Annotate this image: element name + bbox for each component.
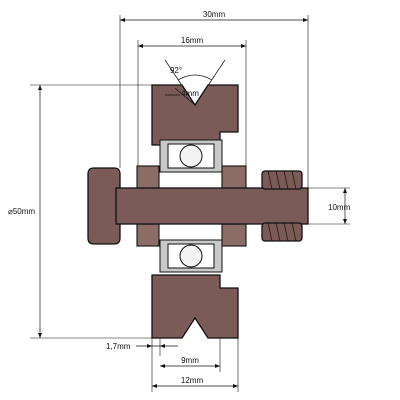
dimension-lines <box>38 18 347 388</box>
nut <box>261 170 303 242</box>
dimension-inner-width: 9mm <box>181 356 199 365</box>
lower-bearing <box>159 239 223 273</box>
dimension-groove-depth: 4mm <box>181 89 199 98</box>
dimension-diameter: ⌀50mm <box>8 207 35 216</box>
dimension-wheel-width: 16mm <box>181 36 204 45</box>
wheel-lower-section <box>151 274 239 339</box>
dimension-overall-width: 30mm <box>203 10 226 19</box>
dimension-hub-width: 12mm <box>181 376 204 385</box>
dimension-bore: 10mm <box>328 203 351 212</box>
dimension-offset: 1,7mm <box>106 342 131 351</box>
bolt-head <box>87 167 121 245</box>
upper-bearing <box>159 139 223 173</box>
dimension-groove-angle: 92° <box>170 66 182 75</box>
bolt-shaft <box>115 187 309 225</box>
extension-lines <box>30 15 350 392</box>
